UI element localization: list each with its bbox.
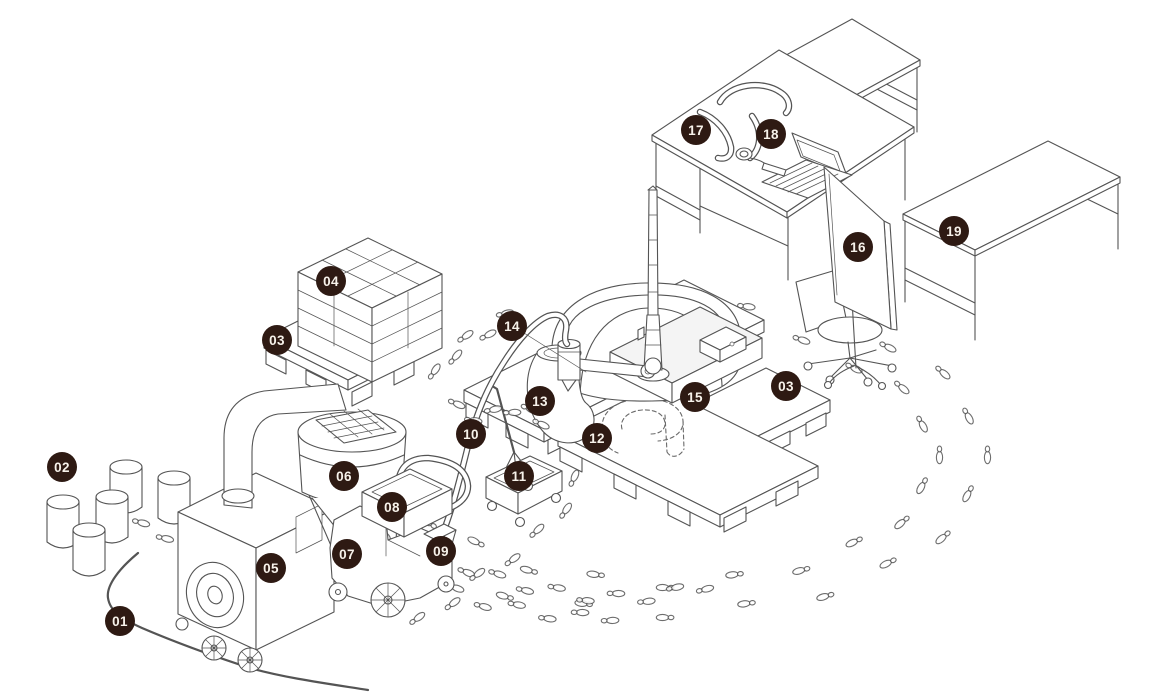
footprint bbox=[935, 365, 951, 380]
footprint bbox=[935, 445, 944, 465]
footprint bbox=[576, 597, 595, 605]
marker-09-8: 09 bbox=[426, 536, 456, 566]
footprint bbox=[447, 398, 466, 410]
marker-17-17: 17 bbox=[681, 115, 711, 145]
footprint bbox=[448, 349, 463, 365]
footprint bbox=[962, 485, 974, 503]
marker-08-7: 08 bbox=[377, 492, 407, 522]
footprint bbox=[131, 518, 151, 528]
footprint bbox=[488, 569, 507, 579]
footprint bbox=[457, 330, 474, 343]
marker-06-5: 06 bbox=[329, 461, 359, 491]
laptop bbox=[761, 132, 853, 199]
footprint bbox=[409, 611, 426, 625]
footprint bbox=[725, 571, 744, 579]
footprint bbox=[504, 553, 521, 567]
footprint bbox=[894, 515, 910, 530]
footprint bbox=[695, 584, 715, 594]
marker-07-6: 07 bbox=[332, 539, 362, 569]
footprint bbox=[529, 523, 545, 538]
footprint bbox=[606, 589, 626, 598]
marker-19-19: 19 bbox=[939, 216, 969, 246]
footprint bbox=[586, 570, 605, 579]
footprint bbox=[547, 583, 566, 592]
footprint bbox=[532, 418, 550, 430]
marker-13-12: 13 bbox=[525, 386, 555, 416]
footprint bbox=[479, 329, 497, 341]
marker-14-13: 14 bbox=[497, 311, 527, 341]
marker-16-16: 16 bbox=[843, 232, 873, 262]
footprint bbox=[879, 557, 897, 569]
print-hose bbox=[436, 311, 587, 544]
footprint bbox=[568, 469, 580, 487]
robot-printer bbox=[557, 185, 763, 404]
footprint bbox=[792, 334, 811, 345]
footprint bbox=[894, 380, 910, 395]
marker-01-0: 01 bbox=[105, 606, 135, 636]
footprint bbox=[916, 415, 928, 433]
marker-03-2: 03 bbox=[262, 325, 292, 355]
footprint bbox=[665, 583, 685, 592]
footprint bbox=[637, 597, 656, 605]
footprint bbox=[469, 567, 486, 581]
footprint bbox=[879, 341, 897, 353]
footprint bbox=[155, 534, 175, 543]
footprint bbox=[916, 477, 928, 495]
footprint bbox=[467, 536, 485, 548]
marker-03-15: 03 bbox=[771, 371, 801, 401]
marker-05-4: 05 bbox=[256, 553, 286, 583]
marker-18-18: 18 bbox=[756, 119, 786, 149]
ghost-printed-part bbox=[601, 397, 685, 457]
footprint bbox=[507, 600, 526, 609]
marker-15-14: 15 bbox=[680, 382, 710, 412]
footprint bbox=[515, 586, 535, 595]
footprint bbox=[792, 565, 811, 575]
marker-02-1: 02 bbox=[47, 452, 77, 482]
marker-11-10: 11 bbox=[504, 461, 534, 491]
footprint bbox=[519, 565, 539, 575]
footprint bbox=[570, 608, 590, 617]
footprint bbox=[983, 445, 992, 465]
footprint bbox=[538, 614, 557, 623]
footprint bbox=[444, 597, 461, 611]
mixer-pump bbox=[328, 505, 455, 618]
footprint bbox=[483, 405, 503, 414]
barrels bbox=[46, 459, 191, 577]
footprint bbox=[935, 530, 951, 545]
power-cable bbox=[106, 551, 370, 692]
scanner-mouse bbox=[735, 147, 787, 177]
footprint bbox=[600, 616, 620, 625]
footprint bbox=[845, 536, 863, 548]
bag-stack bbox=[297, 237, 443, 383]
footprint bbox=[559, 502, 573, 519]
marker-10-9: 10 bbox=[456, 419, 486, 449]
footprint bbox=[495, 591, 514, 601]
footprint bbox=[816, 591, 835, 601]
footprint bbox=[427, 363, 441, 380]
pallet-front bbox=[557, 384, 819, 533]
marker-04-3: 04 bbox=[316, 266, 346, 296]
footprint bbox=[737, 599, 756, 608]
footprint bbox=[502, 408, 522, 417]
dust-extractor bbox=[175, 383, 347, 673]
marker-12-11: 12 bbox=[582, 423, 612, 453]
footprint bbox=[737, 302, 756, 311]
footprint bbox=[473, 601, 492, 611]
footprint bbox=[655, 613, 675, 622]
footprint bbox=[962, 407, 974, 425]
